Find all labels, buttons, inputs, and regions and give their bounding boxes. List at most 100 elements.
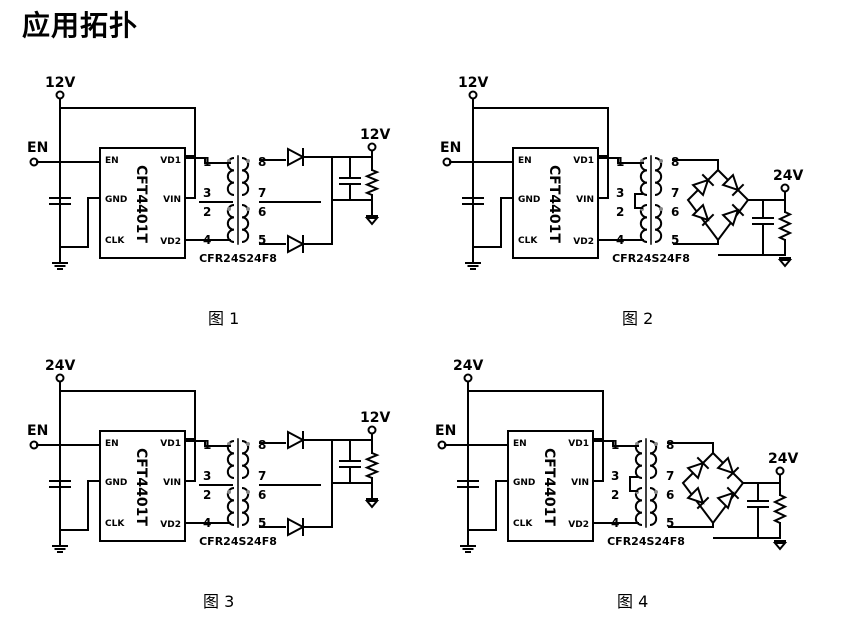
page-title: 应用拓扑 — [22, 9, 139, 42]
ic-pin-vin: VIN — [571, 478, 589, 488]
bridge-diode — [686, 456, 710, 480]
figure-4-caption: 图 4 — [617, 592, 649, 611]
tx-pin-8: 8 — [258, 155, 266, 169]
tx-pin-3: 3 — [611, 469, 619, 483]
figure-4-schematic: 24VENENGNDCLKVD1VINVD2CFT4401T13248765CF… — [435, 358, 798, 553]
load-resistor — [772, 494, 788, 524]
tx-pin-7: 7 — [258, 469, 266, 483]
en-input-label: EN — [27, 423, 48, 439]
ic-pin-en: EN — [105, 439, 119, 449]
input-voltage-label: 12V — [45, 75, 75, 91]
en-input-label: EN — [440, 140, 461, 156]
tx-pin-2: 2 — [203, 488, 211, 502]
ground-symbol — [52, 545, 68, 553]
tx-pin-4: 4 — [203, 233, 211, 247]
ground-symbol — [465, 262, 481, 270]
ic-pin-clk: CLK — [105, 236, 125, 246]
ic-pin-en: EN — [518, 156, 532, 166]
en-input-label: EN — [435, 423, 456, 439]
tx-pin-1: 1 — [203, 438, 211, 452]
rectifier-diode-bottom — [287, 517, 306, 537]
ic-pin-vd1: VD1 — [573, 156, 594, 166]
output-voltage-label: 12V — [360, 410, 390, 426]
ic-pin-gnd: GND — [513, 478, 535, 488]
ic-pin-en: EN — [105, 156, 119, 166]
input-voltage-label: 24V — [453, 358, 483, 374]
ic-pin-vd2: VD2 — [160, 520, 181, 530]
ic-pin-vd1: VD1 — [160, 156, 181, 166]
tx-pin-5: 5 — [258, 233, 266, 247]
ground-arrow — [777, 257, 793, 268]
tx-pin-2: 2 — [616, 205, 624, 219]
ic-pin-en: EN — [513, 439, 527, 449]
tx-pin-6: 6 — [666, 488, 674, 502]
figure-2-caption: 图 2 — [622, 309, 654, 328]
bridge-diode — [716, 456, 740, 480]
tx-pin-1: 1 — [611, 438, 619, 452]
load-resistor — [364, 452, 380, 479]
tx-pin-7: 7 — [671, 186, 679, 200]
ic-pin-vin: VIN — [163, 195, 181, 205]
transformer-part-number: CFR24S24F8 — [612, 252, 690, 265]
tx-pin-2: 2 — [611, 488, 619, 502]
bridge-diode — [686, 486, 710, 510]
tx-pin-1: 1 — [203, 155, 211, 169]
rectifier-diode-bottom — [287, 234, 306, 254]
bridge-diode — [721, 173, 745, 197]
tx-pin-4: 4 — [616, 233, 624, 247]
transformer-part-number: CFR24S24F8 — [607, 535, 685, 548]
load-resistor — [364, 169, 380, 196]
ground-arrow — [364, 215, 380, 226]
tx-pin-3: 3 — [203, 469, 211, 483]
ic-pin-vd2: VD2 — [573, 237, 594, 247]
ic-pin-vin: VIN — [163, 478, 181, 488]
figure-2-schematic: 12VENENGNDCLKVD1VINVD2CFT4401T13248765CF… — [440, 75, 803, 270]
ground-symbol — [460, 545, 476, 553]
en-input-label: EN — [27, 140, 48, 156]
bridge-diode — [691, 173, 715, 197]
tx-pin-4: 4 — [611, 516, 619, 530]
output-voltage-label: 24V — [768, 451, 798, 467]
ic-pin-gnd: GND — [105, 195, 127, 205]
bridge-diode — [716, 486, 740, 510]
output-voltage-label: 12V — [360, 127, 390, 143]
ic-pin-vd1: VD1 — [160, 439, 181, 449]
tx-pin-6: 6 — [671, 205, 679, 219]
ic-pin-gnd: GND — [105, 478, 127, 488]
tx-pin-8: 8 — [258, 438, 266, 452]
tx-pin-7: 7 — [258, 186, 266, 200]
ic-pin-vin: VIN — [576, 195, 594, 205]
rectifier-diode-top — [287, 430, 306, 450]
ic-pin-vd2: VD2 — [160, 237, 181, 247]
ground-arrow — [772, 540, 788, 551]
ic-part-number: CFT4401T — [546, 165, 562, 243]
tx-pin-5: 5 — [666, 516, 674, 530]
tx-pin-3: 3 — [616, 186, 624, 200]
ic-pin-gnd: GND — [518, 195, 540, 205]
ground-symbol — [52, 262, 68, 270]
ic-pin-clk: CLK — [105, 519, 125, 529]
tx-pin-5: 5 — [671, 233, 679, 247]
ic-pin-vd2: VD2 — [568, 520, 589, 530]
ic-part-number: CFT4401T — [133, 165, 149, 243]
bridge-diode — [691, 203, 715, 227]
ground-arrow — [364, 498, 380, 509]
transformer-part-number: CFR24S24F8 — [199, 252, 277, 265]
rectifier-diode-top — [287, 147, 306, 167]
tx-pin-5: 5 — [258, 516, 266, 530]
figure-1-caption: 图 1 — [208, 309, 240, 328]
ic-pin-clk: CLK — [518, 236, 538, 246]
bridge-diode — [721, 203, 745, 227]
ic-part-number: CFT4401T — [133, 448, 149, 526]
tx-pin-7: 7 — [666, 469, 674, 483]
ic-part-number: CFT4401T — [541, 448, 557, 526]
figure-3-caption: 图 3 — [203, 592, 235, 611]
